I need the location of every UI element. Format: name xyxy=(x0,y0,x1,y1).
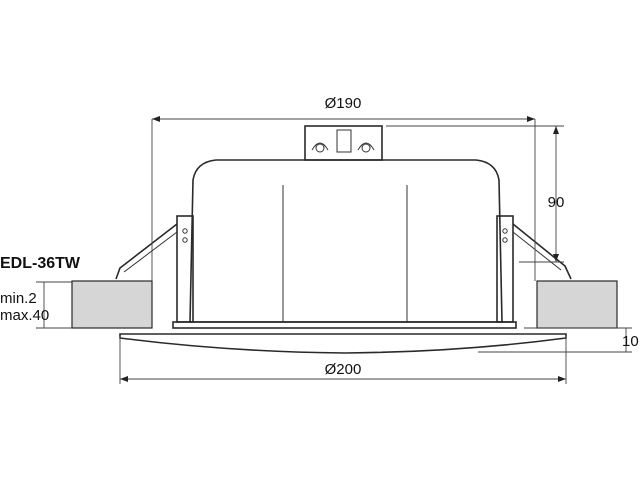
spring-clamp-left xyxy=(115,223,178,280)
front-flange xyxy=(119,321,567,354)
speaker-housing xyxy=(189,159,503,323)
label-height: 90 xyxy=(548,194,565,211)
dimension-flange-thickness xyxy=(478,327,632,353)
label-bottom-diameter: Ø200 xyxy=(325,361,362,378)
label-ceiling-max: max.40 xyxy=(0,307,49,324)
dimension-top-diameter xyxy=(151,116,536,281)
label-flange-thickness: 10 xyxy=(622,333,639,350)
spring-clamp-right xyxy=(512,223,572,280)
terminal-block xyxy=(304,125,383,161)
label-top-diameter: Ø190 xyxy=(325,95,362,112)
label-ceiling-min: min.2 xyxy=(0,290,37,307)
ceiling-panel-right xyxy=(536,280,618,329)
ceiling-panel-left xyxy=(71,280,153,329)
dimension-bottom-diameter xyxy=(119,336,567,384)
dimension-height xyxy=(386,125,564,263)
model-name: EDL-36TW xyxy=(0,255,81,272)
dimension-ceiling-thickness xyxy=(36,281,72,329)
